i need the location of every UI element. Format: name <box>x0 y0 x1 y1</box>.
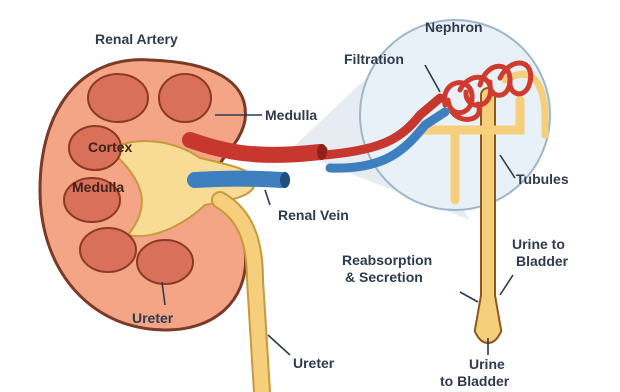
reabsorption-label-line1: Reabsorption <box>342 253 432 268</box>
reabsorption-label-line2: & Secretion <box>345 270 423 285</box>
renal-vein-label: Renal Vein <box>278 208 349 223</box>
medulla-label: Medulla <box>265 108 317 123</box>
urine-right-label-line2: Bladder <box>516 254 568 269</box>
cortex-label: Cortex <box>88 140 132 155</box>
renal-vein-vessel <box>195 179 282 181</box>
filtration-label: Filtration <box>344 52 404 67</box>
ureter-inner-label: Ureter <box>132 311 173 326</box>
renal-artery-end <box>317 144 327 160</box>
urine-bottom-label-line2: to Bladder <box>440 374 509 389</box>
nephron-label: Nephron <box>425 20 483 35</box>
renal-artery-label: Renal Artery <box>95 32 178 47</box>
medulla-inner-label: Medulla <box>72 180 124 195</box>
urine-right-label-line1: Urine to <box>512 237 565 252</box>
tubules-label: Tubules <box>516 172 569 187</box>
renal-vein-end <box>280 172 290 188</box>
urine-bottom-label-line1: Urine <box>469 357 505 372</box>
ureter-outer-label: Ureter <box>293 356 334 371</box>
